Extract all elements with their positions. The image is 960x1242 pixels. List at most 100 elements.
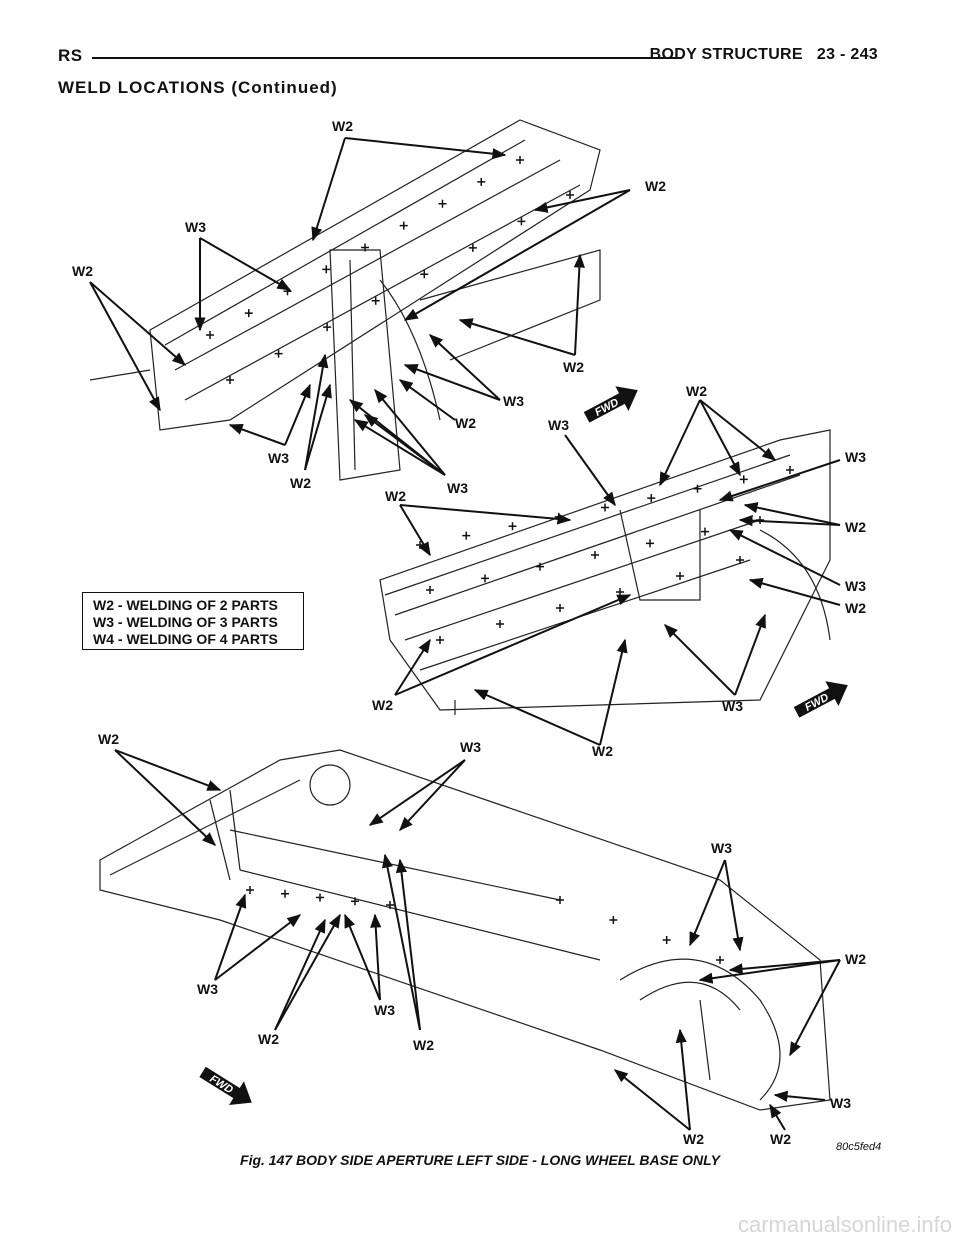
callout-label: W3 bbox=[845, 578, 866, 594]
fwd-arrow-2: FWD bbox=[793, 681, 848, 718]
page-header: RS BODY STRUCTURE 23 - 243 bbox=[58, 46, 878, 68]
callout-label: W2 bbox=[845, 600, 866, 616]
weld-mark bbox=[316, 893, 324, 902]
callout-label: W2 bbox=[290, 475, 311, 491]
weld-mark bbox=[646, 539, 654, 548]
callout-label: W3 bbox=[185, 219, 206, 235]
callout-label: W3 bbox=[711, 840, 732, 856]
weld-mark bbox=[420, 270, 429, 279]
weld-mark bbox=[351, 897, 359, 906]
callout-label: W2 bbox=[563, 359, 584, 375]
callout-label: W2 bbox=[645, 178, 666, 194]
callout-label: W2 bbox=[845, 951, 866, 967]
weld-mark bbox=[468, 243, 477, 252]
callout-label: W2 bbox=[258, 1031, 279, 1047]
weld-mark bbox=[481, 574, 489, 583]
callout-label: W3 bbox=[722, 698, 743, 714]
figure-caption: Fig. 147 BODY SIDE APERTURE LEFT SIDE - … bbox=[240, 1152, 720, 1168]
weld-mark bbox=[676, 572, 684, 580]
weld-mark bbox=[274, 349, 283, 358]
weld-mark bbox=[399, 221, 408, 230]
watermark: carmanualsonline.info bbox=[737, 1212, 952, 1237]
callout-label: W2 bbox=[413, 1037, 434, 1053]
image-code: 80c5fed4 bbox=[836, 1141, 881, 1153]
callout-label: W2 bbox=[332, 118, 353, 134]
weld-mark bbox=[244, 309, 253, 318]
callout-label: W3 bbox=[197, 981, 218, 997]
callout-labels: W2 W3 W2 W2 W2 W3 W2 W3 W2 W3 W3 W2 W3 W… bbox=[72, 118, 866, 1111]
weld-mark bbox=[739, 475, 748, 484]
callout-label: W2 bbox=[385, 488, 406, 504]
weld-mark bbox=[462, 531, 471, 540]
weld-mark bbox=[508, 522, 517, 531]
weld-mark bbox=[322, 265, 331, 274]
svg-text:FWD: FWD bbox=[803, 691, 831, 713]
callout-label: W2 bbox=[455, 415, 476, 431]
callout-label: W3 bbox=[374, 1002, 395, 1018]
weld-mark bbox=[736, 556, 744, 564]
weld-mark bbox=[386, 901, 394, 909]
section-heading: WELD LOCATIONS (Continued) bbox=[58, 78, 338, 97]
weld-mark bbox=[516, 156, 524, 164]
legend-item-w4: W4 - WELDING OF 4 PARTS bbox=[93, 631, 278, 647]
weld-mark bbox=[601, 503, 609, 512]
weld-mark bbox=[786, 466, 794, 474]
callout-label: W3 bbox=[503, 393, 524, 409]
callout-label: W2 bbox=[72, 263, 93, 279]
weld-mark bbox=[281, 889, 289, 898]
callout-label: W3 bbox=[447, 480, 468, 496]
weld-legend: W2 - WELDING OF 2 PARTS W3 - WELDING OF … bbox=[82, 592, 304, 650]
header-right: BODY STRUCTURE 23 - 243 bbox=[650, 46, 878, 64]
callout-label: W2 bbox=[98, 731, 119, 747]
header-section-title: BODY STRUCTURE bbox=[649, 46, 803, 63]
svg-text:FWD: FWD bbox=[593, 396, 621, 418]
callout-label: W2 bbox=[683, 1131, 704, 1147]
callout-label: W2 bbox=[845, 519, 866, 535]
callout-label: W3 bbox=[548, 417, 569, 433]
weld-mark bbox=[591, 551, 599, 559]
callout-leaders bbox=[89, 137, 841, 1131]
weld-mark bbox=[701, 527, 709, 536]
fwd-arrow-3: FWD bbox=[199, 1066, 252, 1105]
weld-mark bbox=[616, 588, 624, 596]
weld-mark bbox=[436, 636, 444, 644]
weld-mark bbox=[556, 604, 564, 612]
callout-label: W3 bbox=[830, 1095, 851, 1111]
callout-label: W3 bbox=[268, 450, 289, 466]
callout-label: W2 bbox=[770, 1131, 791, 1147]
callout-label: W3 bbox=[845, 449, 866, 465]
weld-mark bbox=[477, 177, 486, 186]
callout-label: W2 bbox=[372, 697, 393, 713]
weld-marks bbox=[206, 156, 794, 964]
weld-mark bbox=[693, 484, 702, 493]
callout-labels-extra: W2 W2 bbox=[683, 1131, 791, 1147]
callout-label: W3 bbox=[460, 739, 481, 755]
weld-mark bbox=[566, 191, 574, 199]
weld-mark bbox=[246, 886, 254, 894]
weld-mark bbox=[496, 620, 504, 628]
weld-mark bbox=[206, 331, 214, 339]
legend-item-w3: W3 - WELDING OF 3 PARTS bbox=[93, 614, 278, 630]
upper-assembly-drawing bbox=[89, 119, 601, 481]
weld-mark bbox=[536, 562, 544, 571]
weld-mark bbox=[426, 586, 434, 594]
header-rule bbox=[92, 57, 682, 59]
middle-assembly-drawing bbox=[379, 429, 831, 715]
weld-mark bbox=[323, 323, 332, 332]
weld-mark bbox=[556, 896, 564, 904]
weld-mark bbox=[226, 376, 234, 384]
weld-mark bbox=[371, 296, 380, 305]
header-page-number: 23 - 243 bbox=[816, 46, 878, 63]
callout-label: W2 bbox=[592, 743, 613, 759]
weld-mark bbox=[438, 199, 447, 208]
weld-mark bbox=[716, 956, 724, 964]
header-code: RS bbox=[58, 46, 83, 65]
callout-label: W2 bbox=[686, 383, 707, 399]
weld-mark bbox=[517, 217, 526, 226]
fwd-arrow-1: FWD bbox=[583, 386, 638, 423]
weld-mark bbox=[361, 243, 369, 252]
weld-mark bbox=[609, 916, 618, 924]
weld-mark bbox=[662, 936, 671, 944]
legend-item-w2: W2 - WELDING OF 2 PARTS bbox=[93, 597, 278, 613]
